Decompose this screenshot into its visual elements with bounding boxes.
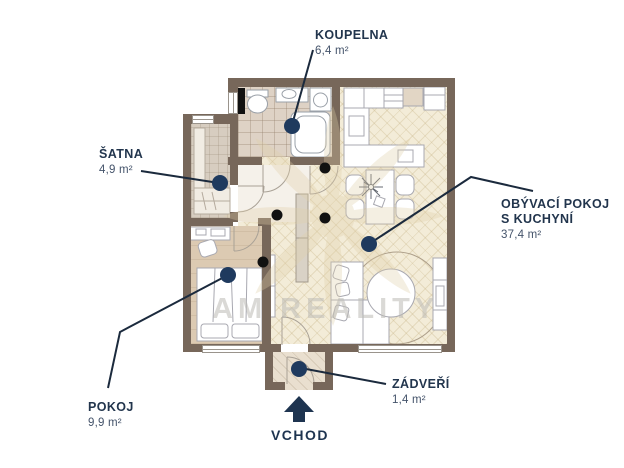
wall-left [183, 114, 191, 352]
dot-obyvaci [361, 236, 377, 252]
washing-machine-icon [309, 87, 332, 112]
room-name: ŠATNA [99, 147, 144, 161]
wall-bath-right [332, 78, 340, 165]
closet-window [192, 115, 214, 124]
watermark-text: AM REALITY [212, 293, 440, 325]
wall-vestibule-left [265, 344, 273, 390]
room-area: 37,4 m² [501, 228, 542, 241]
dot-koupelna [284, 118, 300, 134]
room-label-zadveri: ZÁDVEŘÍ 1,4 m² [392, 377, 450, 407]
leader-zadveri [305, 368, 387, 385]
room-area: 4,9 m² [99, 163, 133, 176]
bathroom-window [228, 92, 238, 114]
room-label-satna: ŠATNA 4,9 m² [99, 147, 143, 177]
dot-satna [212, 175, 228, 191]
room-label-obyvaci: OBÝVACÍ POKOJ S KUCHYNÍ 37,4 m² [501, 197, 609, 242]
dot-zadveri [291, 361, 307, 377]
wall-vestibule-right [325, 344, 333, 390]
leader-pokoj [107, 274, 229, 389]
bathtub-icon [290, 111, 331, 158]
wall-vestibule-bottom-right [313, 382, 333, 390]
bed-icon [196, 267, 263, 342]
wall-closet-right-lower [230, 212, 238, 222]
room-name: KOUPELNA [315, 28, 389, 42]
room-name-line2: S KUCHYNÍ [501, 211, 574, 226]
leader-koupelna [291, 49, 314, 126]
wall-bath-bottom-left [228, 157, 262, 165]
door-arcs [233, 164, 339, 385]
living-room-window [358, 345, 442, 353]
coffee-table [366, 268, 416, 318]
chandelier-icon [359, 174, 383, 199]
leader-lines [107, 49, 534, 389]
plan-point-markers [257, 162, 331, 268]
wall-bedroom-right [262, 218, 271, 352]
closet-wardrobe [193, 127, 231, 215]
wall-right [447, 78, 455, 352]
tall-cabinet [295, 193, 309, 283]
wall-vestibule-bottom-left [265, 382, 285, 390]
room-area: 1,4 m² [392, 393, 426, 406]
toilet-icon [246, 89, 269, 114]
room-area: 9,9 m² [88, 416, 122, 429]
wall-bath-bottom-right [290, 157, 332, 165]
room-name: OBÝVACÍ POKOJ [501, 197, 610, 211]
dot-pokoj [220, 267, 236, 283]
wall-bedroom-top-left [183, 218, 233, 226]
wall-bottom-living-left [268, 344, 281, 352]
wall-closet-right-upper [230, 124, 238, 185]
wall-top [228, 78, 455, 87]
room-label-pokoj: POKOJ 9,9 m² [88, 400, 134, 430]
kitchen-counter [343, 86, 446, 168]
room-area: 6,4 m² [315, 44, 349, 57]
room-label-koupelna: KOUPELNA 6,4 m² [315, 28, 388, 58]
leader-obyvaci [368, 175, 534, 245]
entrance-arrow-icon [284, 396, 314, 422]
room-name: POKOJ [88, 400, 134, 414]
entrance-label: VCHOD [270, 427, 330, 443]
toilet-installation-wall [238, 88, 245, 114]
room-marker-dots [212, 118, 377, 377]
room-name: ZÁDVEŘÍ [392, 377, 450, 391]
leader-satna [140, 170, 220, 184]
bedroom-window [202, 345, 260, 353]
